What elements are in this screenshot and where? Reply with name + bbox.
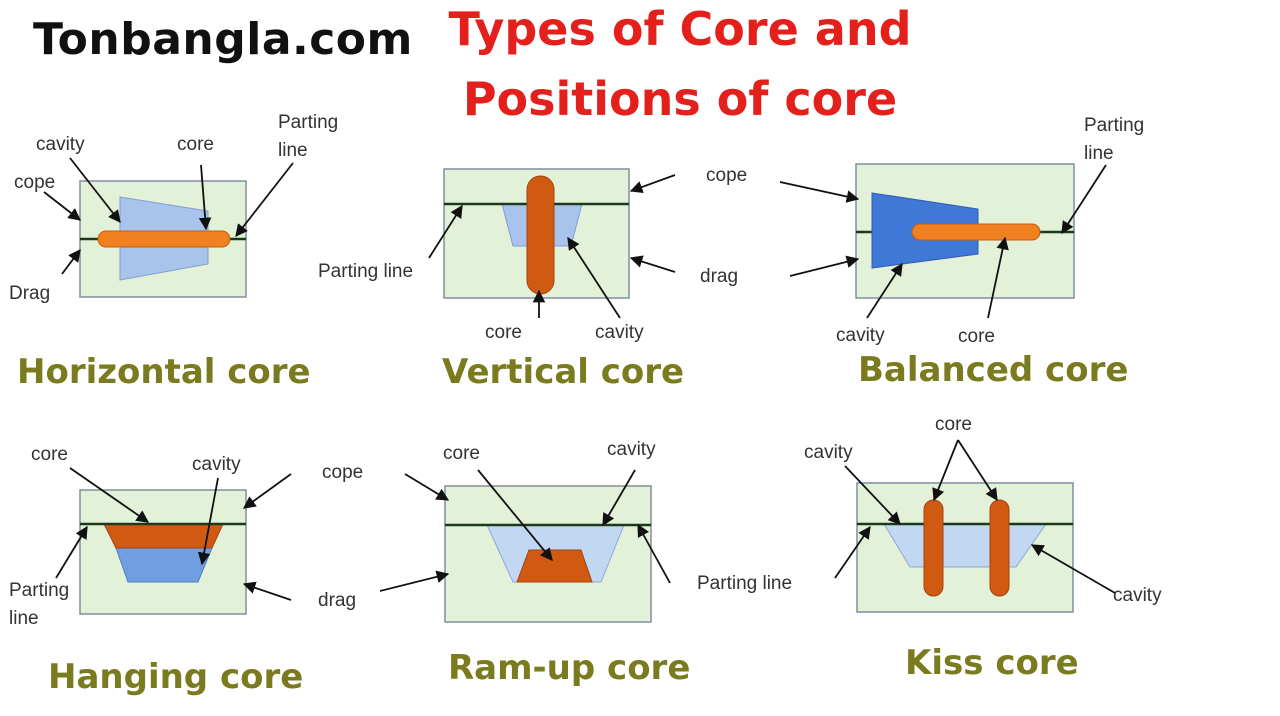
core-shape xyxy=(526,175,555,295)
arrow xyxy=(197,477,219,566)
label-drag: Drag xyxy=(9,283,51,304)
label-cavity: cavity xyxy=(192,454,241,475)
label-cavity: cavity xyxy=(595,322,644,343)
label-parting: Parting xyxy=(278,112,339,133)
arrow xyxy=(1061,164,1107,235)
arrow xyxy=(379,570,450,592)
label-parting: Parting xyxy=(9,580,70,601)
arrow xyxy=(779,181,860,203)
horizontal-core-diagram xyxy=(43,157,294,298)
arrow xyxy=(1030,544,1116,594)
label-cope: cope xyxy=(706,165,748,186)
label-cavity: cavity xyxy=(804,442,853,463)
vertical-core-diagram xyxy=(428,168,676,319)
arrow xyxy=(242,581,292,601)
arrow xyxy=(789,255,860,277)
label-drag: drag xyxy=(318,590,357,611)
page-title-line-1: Types of Core and xyxy=(448,2,912,56)
arrow xyxy=(235,162,294,237)
label-core: core xyxy=(177,134,214,155)
arrow xyxy=(198,164,212,231)
arrow xyxy=(61,248,81,275)
label-parting: Parting xyxy=(1084,115,1145,136)
arrow xyxy=(932,439,959,502)
caption-ramup-core: Ram-up core xyxy=(448,648,691,688)
label-cavity: cavity xyxy=(836,325,885,346)
arrow xyxy=(428,204,463,259)
arrow xyxy=(69,157,121,223)
arrow xyxy=(957,439,998,502)
arrow xyxy=(404,473,450,501)
arrow xyxy=(55,525,88,579)
page-title-line-2: Positions of core xyxy=(462,72,898,126)
label-core: core xyxy=(31,444,68,465)
label-core: core xyxy=(958,326,995,347)
caption-kiss-core: Kiss core xyxy=(905,643,1079,683)
core-shape xyxy=(516,549,593,583)
arrow xyxy=(242,473,292,509)
caption-hanging-core: Hanging core xyxy=(48,657,304,697)
arrow xyxy=(987,236,1009,319)
arrow xyxy=(844,465,901,525)
label-drag: drag xyxy=(700,266,739,287)
label-cavity: cavity xyxy=(1113,585,1162,606)
label-parting-line: Parting line xyxy=(318,261,414,282)
caption-balanced-core: Balanced core xyxy=(858,350,1129,390)
label-core: core xyxy=(443,443,480,464)
label-line: line xyxy=(278,140,308,161)
arrow xyxy=(629,174,676,194)
arrow xyxy=(629,255,676,273)
ramup-core-diagram xyxy=(379,469,671,623)
kiss-core-diagram xyxy=(834,439,1116,613)
label-cavity: cavity xyxy=(36,134,85,155)
label-parting-line: Parting line xyxy=(697,573,793,594)
arrow xyxy=(834,525,871,579)
arrow xyxy=(602,469,636,527)
arrow xyxy=(567,236,621,319)
core-shape xyxy=(989,499,1010,597)
arrow xyxy=(43,191,81,221)
arrow xyxy=(866,262,903,319)
caption-vertical-core: Vertical core xyxy=(442,352,685,392)
label-cavity: cavity xyxy=(607,439,656,460)
arrow xyxy=(637,523,671,584)
label-line: line xyxy=(1084,143,1114,164)
hanging-core-diagram xyxy=(55,467,292,615)
label-cope: cope xyxy=(14,172,56,193)
balanced-core-diagram xyxy=(779,163,1107,319)
label-core: core xyxy=(485,322,522,343)
arrow xyxy=(69,467,150,523)
core-shape xyxy=(911,223,1041,241)
label-core: core xyxy=(935,414,972,435)
caption-horizontal-core: Horizontal core xyxy=(17,352,311,392)
label-cope: cope xyxy=(322,462,364,483)
core-shape xyxy=(97,230,231,248)
core-shape xyxy=(923,499,944,597)
arrow xyxy=(477,469,553,561)
cavity-shape xyxy=(115,547,213,583)
label-line: line xyxy=(9,608,39,629)
brand-logo: Tonbangla.com xyxy=(33,14,413,65)
